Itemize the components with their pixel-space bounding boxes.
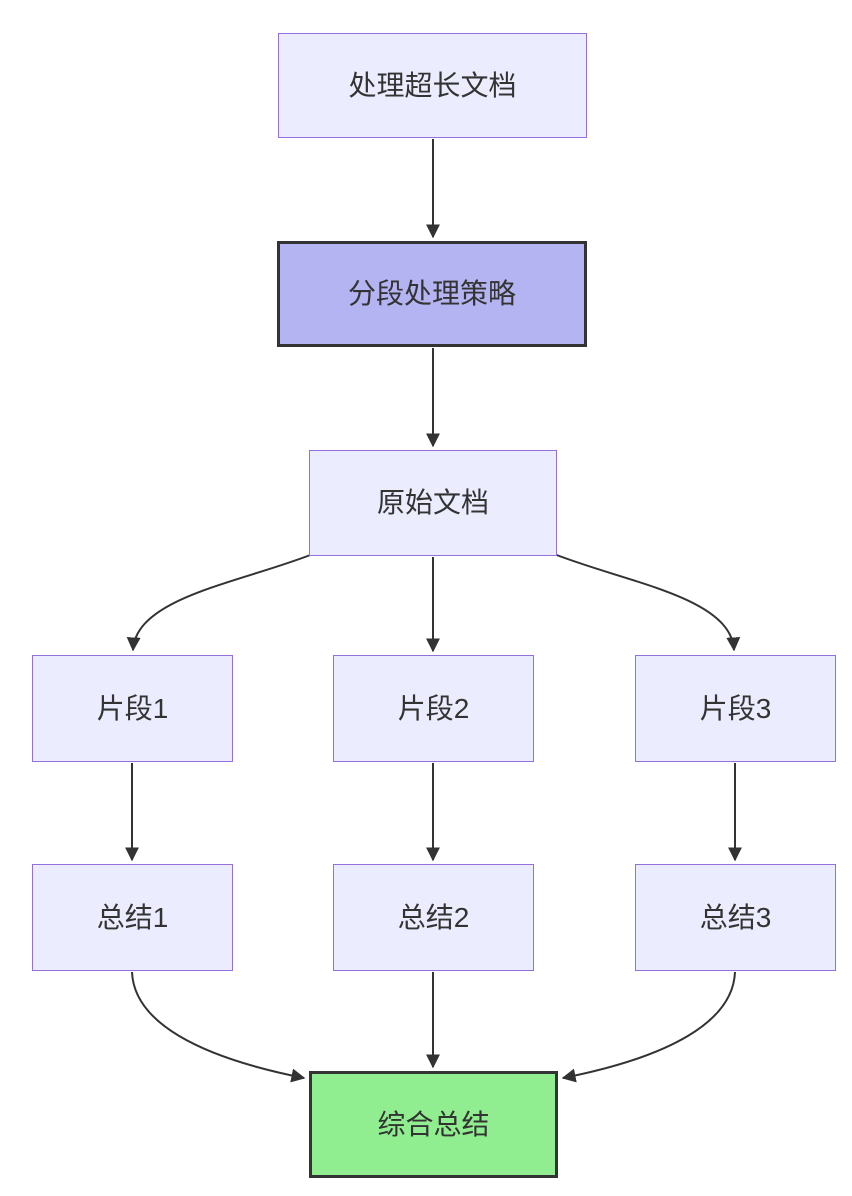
node-segmentation-strategy: 分段处理策略 — [277, 241, 587, 347]
node-summary-3-label: 总结3 — [699, 901, 772, 933]
edge-summary-1-to-final — [131, 971, 306, 1083]
node-summary-1-label: 总结1 — [96, 901, 169, 933]
node-summary-2: 总结2 — [333, 864, 534, 971]
node-summary-3: 总结3 — [635, 864, 836, 971]
node-original-document: 原始文档 — [309, 450, 557, 556]
edge-summary-3-to-final — [561, 971, 736, 1083]
node-process-long-document: 处理超长文档 — [278, 33, 587, 138]
node-fragment-1: 片段1 — [32, 655, 233, 762]
edge-original-to-fragment-3 — [548, 551, 741, 652]
node-summary-1: 总结1 — [32, 864, 233, 971]
node-final-summary: 综合总结 — [309, 1071, 558, 1178]
node-segmentation-strategy-label: 分段处理策略 — [347, 278, 516, 310]
edge-original-to-fragment-1 — [126, 551, 319, 652]
node-fragment-2: 片段2 — [333, 655, 534, 762]
node-final-summary-label: 综合总结 — [377, 1108, 490, 1140]
node-fragment-3-label: 片段3 — [699, 692, 772, 724]
node-summary-2-label: 总结2 — [397, 901, 470, 933]
node-process-long-document-label: 处理超长文档 — [348, 69, 517, 101]
node-fragment-3: 片段3 — [635, 655, 836, 762]
node-original-document-label: 原始文档 — [376, 487, 489, 519]
node-fragment-1-label: 片段1 — [96, 692, 169, 724]
node-fragment-2-label: 片段2 — [397, 692, 470, 724]
